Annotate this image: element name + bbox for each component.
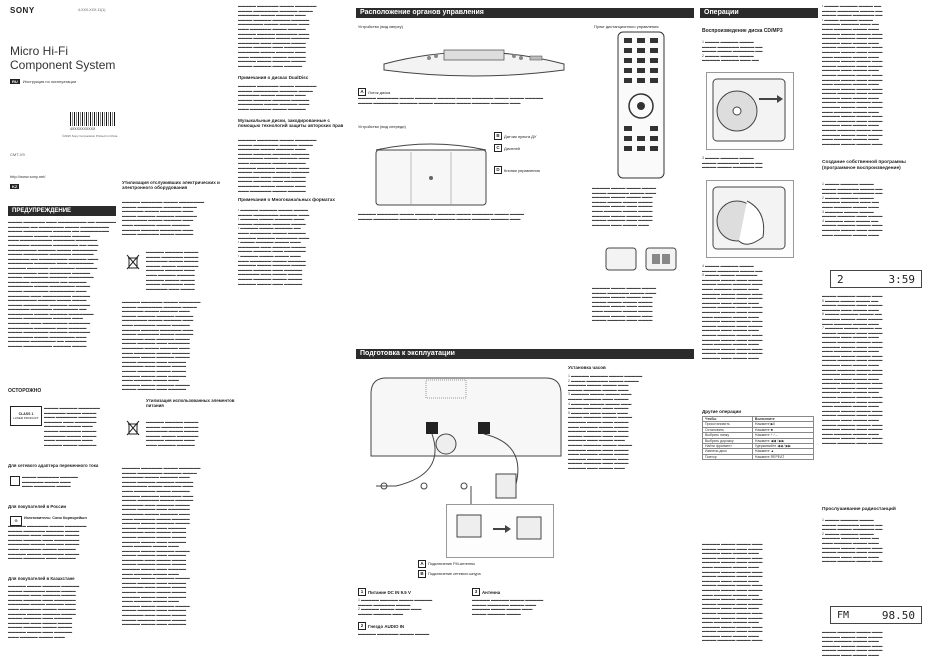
item-c-text: Дисплей bbox=[504, 145, 520, 151]
prep-b-text: Подключение сетевого шнура bbox=[428, 572, 481, 576]
kz-heading: Для покупателей в Казахстане bbox=[8, 576, 75, 581]
lang-text: Инструкция по эксплуатации bbox=[22, 79, 77, 84]
copyright: ©2015 Sony Corporation Printed in China bbox=[62, 134, 118, 138]
prep-bar: Подготовка к эксплуатации bbox=[356, 349, 694, 359]
ops-bar: Операции bbox=[700, 8, 818, 18]
item-d-text: Кнопки управления bbox=[504, 167, 540, 173]
label-d: D bbox=[494, 166, 502, 174]
unit-front-diagram bbox=[375, 143, 487, 206]
main-unit-label: Устройство (вид сверху) bbox=[358, 24, 403, 29]
mp3-heading: Примечания о Многоканальных форматах bbox=[238, 197, 335, 202]
model-name: CMT-V9 bbox=[10, 152, 25, 157]
label-prep-a: A bbox=[418, 560, 426, 568]
radio-heading: Прослушивание радиостанций bbox=[822, 507, 896, 512]
label-power: 1 bbox=[358, 588, 366, 596]
cd-insert-illustration bbox=[706, 180, 794, 258]
prep-a-text: Подключение FM-антенны bbox=[428, 562, 475, 566]
label-audio: 2 bbox=[358, 622, 366, 630]
warning-heading: ПРЕДУПРЕЖДЕНИЕ bbox=[8, 206, 116, 216]
eac-icon: ⊕ bbox=[10, 516, 22, 526]
program-column: • ▬▬▬▬ ▬▬▬▬▬ ▬▬▬▬ ▬▬▬▬▬▬ ▬▬▬▬▬▬ ▬▬▬▬ ▬▬▬… bbox=[820, 0, 935, 661]
display-freq: 98.50 bbox=[881, 608, 915, 622]
battery-heading: Утилизация использованных элементов пита… bbox=[146, 398, 235, 409]
title-line-1: Micro Hi-Fi bbox=[10, 44, 68, 58]
cover-column: SONY 4-XXX-XXX-11(1) Micro Hi-Fi Compone… bbox=[8, 6, 118, 639]
antenna-inset bbox=[446, 504, 554, 558]
russia-heading: Для покупателей в России bbox=[8, 504, 67, 509]
remote-diagram bbox=[617, 31, 665, 179]
brand-logo: SONY bbox=[10, 6, 35, 15]
fm-heading: Антенна bbox=[482, 589, 501, 595]
table-cell-action: Повтор bbox=[702, 453, 753, 461]
dualdisc-heading: Примечания о дисках DualDisc bbox=[238, 75, 309, 80]
caution-heading: ОСТОРОЖНО bbox=[8, 388, 42, 394]
display-band: FM bbox=[837, 609, 850, 621]
lang-badge: RU bbox=[10, 79, 20, 84]
sony-url: http://www.sony.net/ bbox=[10, 174, 46, 179]
radio-display: FM 98.50 bbox=[830, 606, 922, 624]
crossed-bin-icon-2 bbox=[126, 420, 140, 436]
barcode bbox=[70, 112, 116, 126]
remote-label: Пульт дистанционного управления bbox=[594, 24, 659, 29]
copy-protect-heading: Музыкальные диски, закодированные с помо… bbox=[238, 118, 344, 129]
item-a-text: Лоток диска bbox=[368, 89, 391, 95]
disposal-heading: Утилизация отслуживших электрических и э… bbox=[122, 180, 220, 191]
label-c: C bbox=[494, 144, 502, 152]
warning-text: ▬▬▬▬ ▬▬▬▬▬▬ ▬▬▬ ▬▬▬▬▬▬▬▬ ▬▬ ▬▬▬▬▬▬▬▬▬▬▬▬… bbox=[8, 220, 116, 349]
parts-bar: Расположение органов управления bbox=[356, 8, 694, 18]
square-symbol-icon bbox=[10, 476, 20, 486]
label-a: A bbox=[358, 88, 366, 96]
class1-laser-label: CLASS 1 LASER PRODUCT bbox=[10, 406, 42, 426]
unit-top-diagram bbox=[383, 49, 565, 77]
program-display: 2 3:59 bbox=[830, 270, 922, 288]
table-cell-instruction: Удерживайте ◀◀ / ▶▶ bbox=[751, 442, 815, 450]
region-badge: KZ bbox=[10, 184, 20, 189]
cd-tray-illustration bbox=[706, 72, 794, 150]
barcode-text: 4XXXXXXXXXX bbox=[70, 127, 96, 131]
power-heading: Питание DC IN 9.5 V bbox=[368, 589, 411, 595]
ac-adapter-heading: Для сетевого адаптера переменного тока bbox=[8, 463, 99, 468]
program-heading: Создание собственной программы (программ… bbox=[822, 160, 906, 171]
side-unit-label: Устройство (вид спереди) bbox=[358, 124, 406, 129]
operations-column: Операции Воспроизведение диска CD/MP3 1 … bbox=[700, 0, 818, 661]
model-code: 4-XXX-XXX-11(1) bbox=[78, 8, 106, 12]
cd-heading: Воспроизведение диска CD/MP3 bbox=[702, 28, 783, 34]
crossed-bin-icon-1 bbox=[126, 254, 140, 270]
caution-text: ▬▬▬▬ ▬▬▬▬▬ ▬▬▬▬▬▬▬▬▬▬▬▬ ▬▬▬▬ ▬▬▬▬▬▬▬ ▬▬▬… bbox=[44, 406, 100, 447]
title-line-2: Component System bbox=[10, 58, 116, 72]
table-cell-instruction: Нажмите ◀◀ / ▶▶ bbox=[751, 437, 815, 445]
connection-diagram bbox=[370, 377, 562, 514]
display-track: 2 bbox=[837, 272, 844, 286]
audio-heading: Гнездо AUDIO IN bbox=[368, 623, 405, 629]
parts-prep-column: Расположение органов управления Устройст… bbox=[356, 0, 694, 661]
label-prep-b: B bbox=[418, 570, 426, 578]
item-b-text: Датчик пульта ДУ bbox=[504, 133, 537, 139]
other-ops-heading: Другие операции bbox=[702, 409, 742, 414]
battery-insert-diagram bbox=[605, 247, 677, 271]
clock-heading: Установка часов bbox=[568, 365, 606, 370]
label-fm: 3 bbox=[472, 588, 480, 596]
label-b: B bbox=[494, 132, 502, 140]
russia-company: Изготовитель: Сони Корпорейшн bbox=[24, 516, 87, 520]
display-time: 3:59 bbox=[888, 272, 916, 286]
notes-column: Утилизация отслуживших электрических и э… bbox=[120, 0, 350, 661]
table-cell-instruction: Нажмите REPEAT bbox=[751, 453, 815, 461]
